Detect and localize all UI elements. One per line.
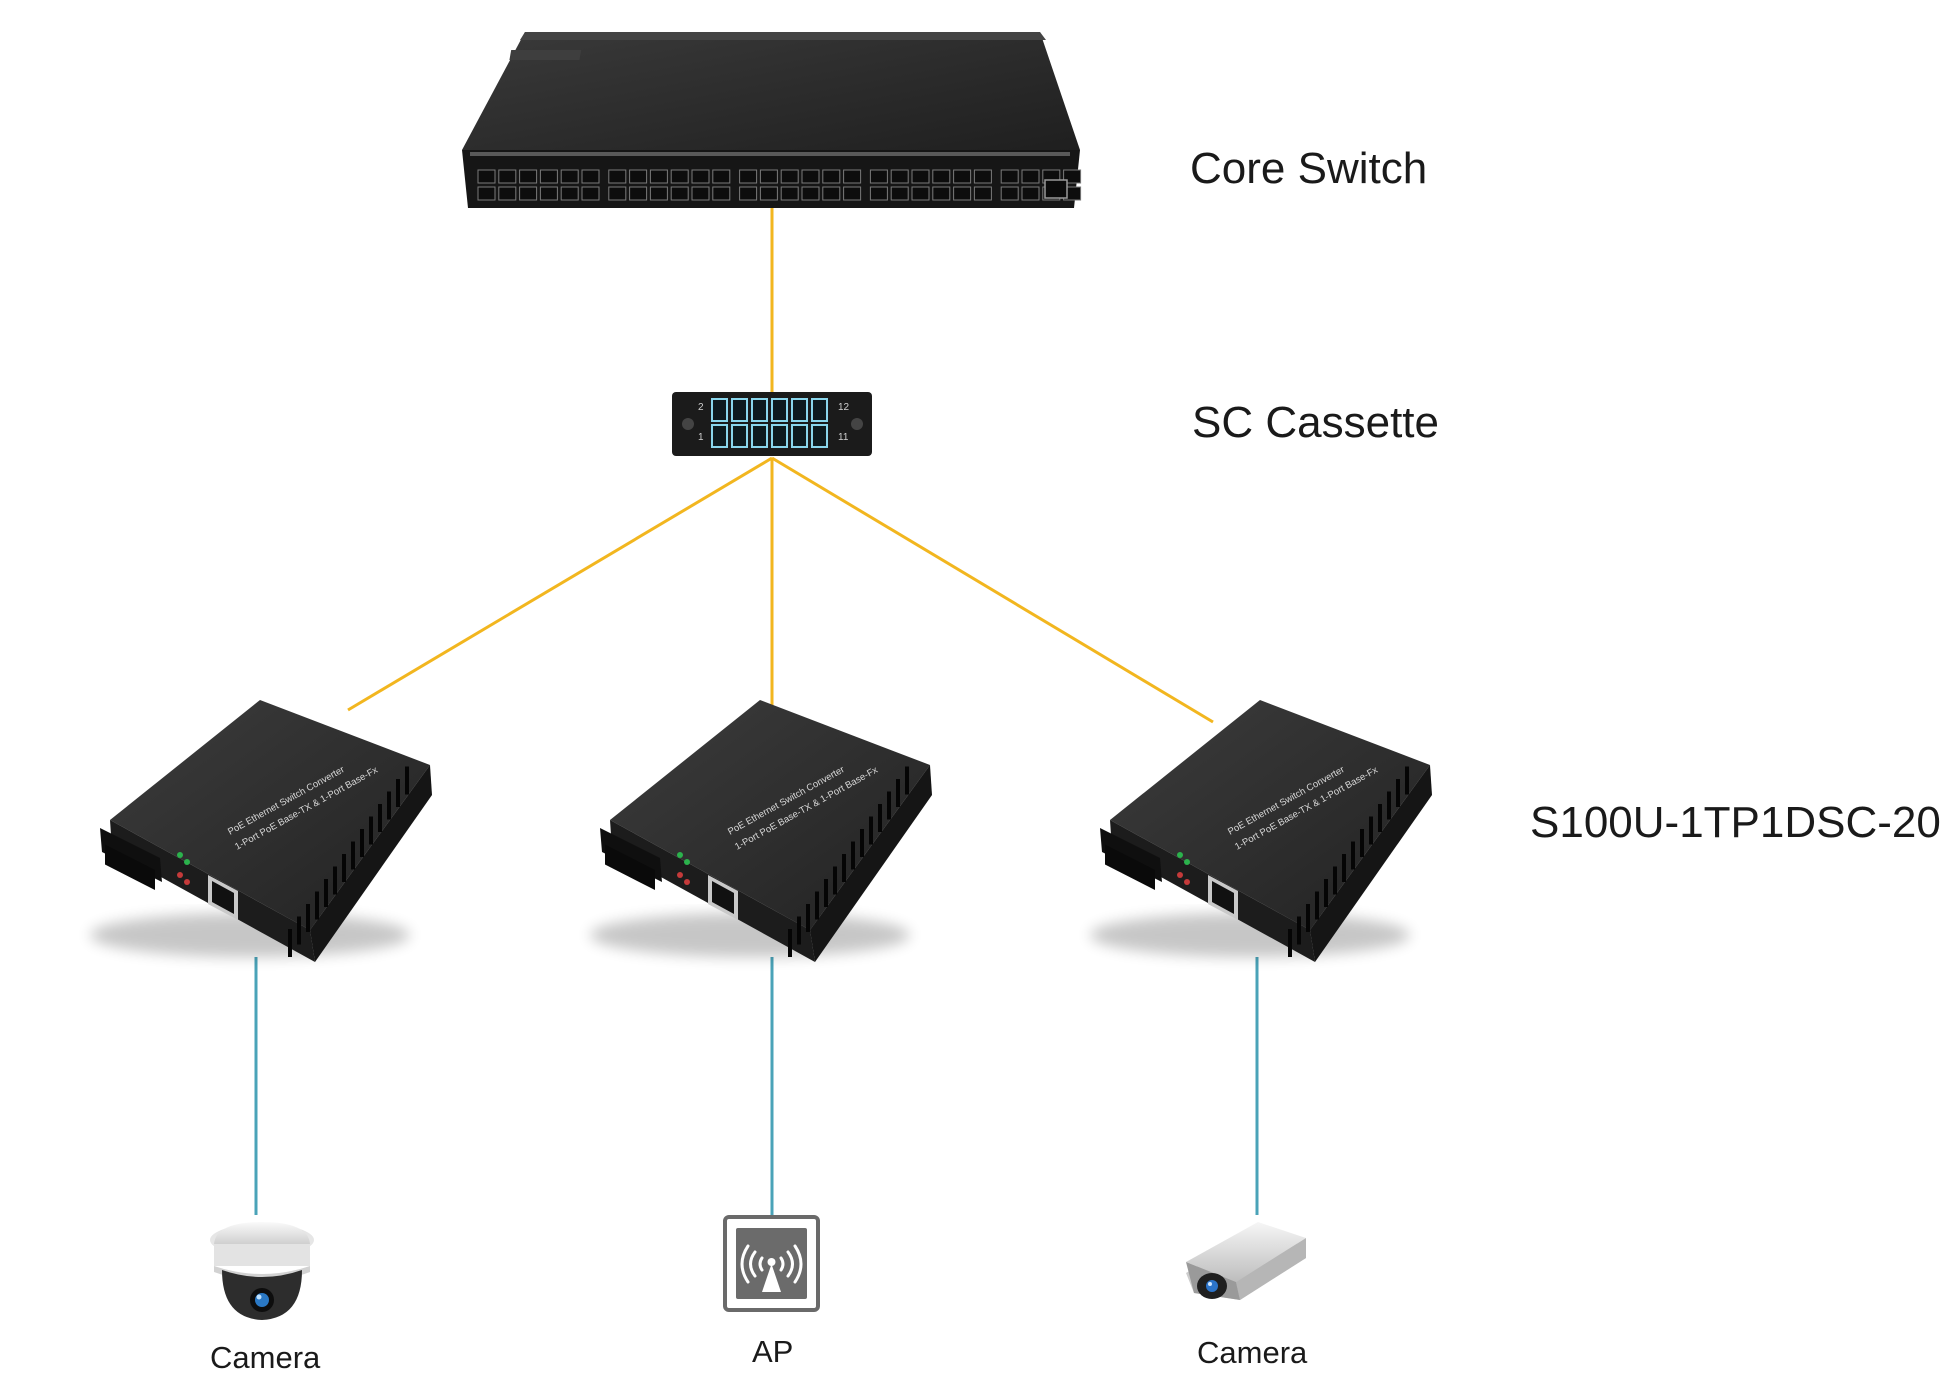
ap-label: AP: [752, 1334, 794, 1369]
cassette-number-bottom-right: 11: [838, 432, 849, 443]
rack-switch-icon: [462, 32, 1082, 208]
left-camera-label: Camera: [210, 1340, 321, 1375]
fiber-links: [347, 205, 1214, 724]
converter-model-label: S100U-1TP1DSC-20: [1530, 798, 1941, 847]
sc-cassette-label: SC Cassette: [1192, 398, 1439, 447]
cassette-number-top-left: 2: [698, 402, 704, 413]
media-converter-icon: PoE Ethernet Switch Converter 1-Port PoE…: [590, 700, 932, 962]
cassette-number-bottom-left: 1: [698, 432, 704, 443]
media-converter-icon: PoE Ethernet Switch Converter 1-Port PoE…: [1090, 700, 1432, 962]
fiber-cassette-icon: 2 1 12 11: [672, 392, 872, 456]
right-camera-label: Camera: [1197, 1335, 1308, 1370]
wireless-ap-icon: [723, 1215, 820, 1312]
bullet-camera-icon: [1186, 1222, 1306, 1300]
cassette-number-top-right: 12: [838, 402, 850, 413]
link-cassette-to-converter-right: [771, 456, 1214, 724]
copper-links: [254, 957, 1259, 1215]
media-converter-icon: PoE Ethernet Switch Converter 1-Port PoE…: [90, 700, 432, 962]
core-switch-label: Core Switch: [1190, 144, 1428, 193]
dome-camera-icon: [210, 1222, 314, 1320]
link-cassette-to-converter-left: [347, 456, 773, 712]
